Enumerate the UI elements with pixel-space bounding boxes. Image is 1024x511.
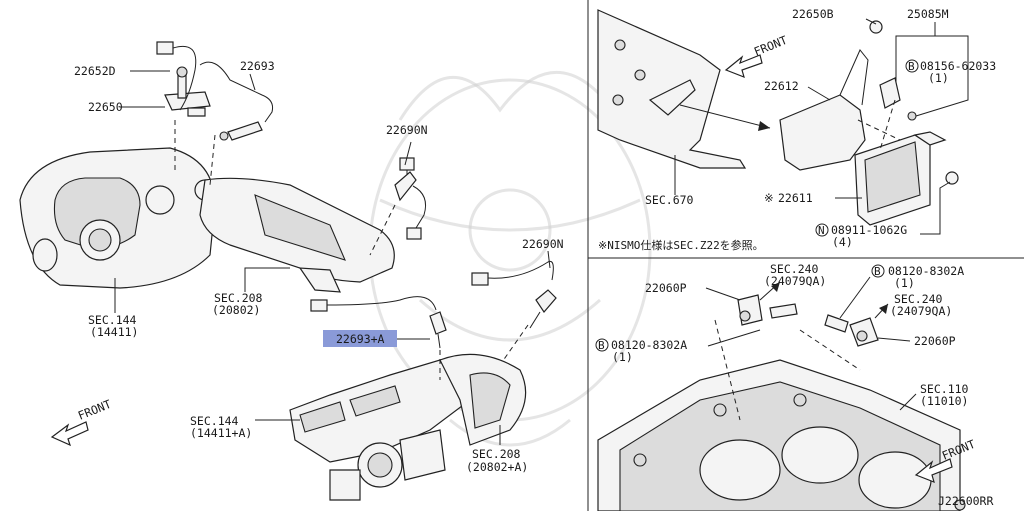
front-label-top: FRONT	[752, 33, 789, 59]
sensor-25085m[interactable]	[879, 77, 917, 121]
leader-25085m	[895, 22, 936, 82]
label-08120-b[interactable]: 08120-8302A	[888, 264, 964, 278]
ecm-unit-22611[interactable]	[854, 131, 947, 226]
leader-22612	[807, 86, 831, 101]
label-sec208-a-sub: (20802)	[212, 303, 260, 317]
asterisk-mark: ※	[764, 191, 774, 205]
turbocharger-lower[interactable]	[289, 353, 527, 501]
bolt-mark-b-right: B	[874, 265, 881, 278]
label-sec110[interactable]: SEC.110	[920, 382, 969, 396]
label-22650[interactable]: 22650	[88, 100, 123, 114]
label-sec110-sub: (11010)	[920, 394, 968, 408]
leader-08120-a	[707, 329, 761, 347]
diagram-code: J22600RR	[938, 494, 993, 508]
label-22060p-left[interactable]: 22060P	[645, 281, 687, 295]
nut-mark-n: N	[818, 224, 825, 237]
connector-top-left[interactable]	[156, 41, 197, 111]
label-22693-top[interactable]: 22693	[240, 59, 275, 73]
label-sec208-b-sub: (20802+A)	[466, 460, 528, 474]
leader-22650b	[865, 18, 877, 25]
bolt-08120-left[interactable]	[769, 303, 798, 319]
bolt-08120-right[interactable]	[824, 314, 849, 333]
leader-22060p-right	[877, 337, 911, 342]
body-panel-sec670[interactable]	[597, 9, 747, 169]
front-arrow-top: FRONT	[724, 33, 789, 78]
nismo-note: ※NISMO仕様はSEC.Z22を参照。	[598, 238, 764, 252]
label-22690n-mid[interactable]: 22690N	[386, 123, 428, 137]
knock-sensor-22060p-left[interactable]	[737, 294, 763, 326]
label-22693a[interactable]: 22693+A	[336, 332, 385, 346]
label-22650b[interactable]: 22650B	[792, 7, 834, 21]
sensor-bracket-22650[interactable]	[164, 66, 211, 117]
highlight-22693a	[323, 330, 397, 347]
label-08120-a-qty: (1)	[612, 350, 633, 364]
label-sec208-b[interactable]: SEC.208	[472, 447, 521, 461]
label-sec144-b-sub: (14411+A)	[190, 426, 252, 440]
label-08120-b-qty: (1)	[894, 276, 915, 290]
label-sec208-a[interactable]: SEC.208	[214, 291, 263, 305]
label-22652d[interactable]: 22652D	[74, 64, 116, 78]
front-label-left: FRONT	[76, 397, 113, 423]
nut-08911[interactable]	[945, 171, 959, 185]
oxygen-sensor-22690n-mid[interactable]	[394, 157, 427, 240]
oxygen-sensor-22690n-right[interactable]	[471, 260, 557, 329]
label-sec240-b-sub: (24079QA)	[890, 304, 952, 318]
leader-08120-b	[839, 276, 871, 319]
front-arrow-left: FRONT	[50, 397, 113, 447]
label-bolt-08156[interactable]: 08156-62033	[920, 59, 996, 73]
label-22060p-right[interactable]: 22060P	[914, 334, 956, 348]
label-sec670[interactable]: SEC.670	[645, 193, 694, 207]
label-bolt-08156-qty: (1)	[928, 71, 949, 85]
oxygen-sensor-22693[interactable]	[199, 61, 273, 141]
label-22612[interactable]: 22612	[764, 79, 799, 93]
catalytic-converter-upper[interactable]	[199, 177, 395, 293]
leader-sec208-a	[244, 267, 290, 292]
leader-08911	[920, 181, 951, 235]
leader-22060p-left	[705, 287, 741, 301]
leader-22690n-right	[547, 250, 551, 269]
label-sec240-a-sub: (24079QA)	[764, 274, 826, 288]
leader-sec110	[899, 393, 917, 411]
knock-sensor-22060p-right[interactable]	[849, 317, 879, 347]
turbocharger-upper[interactable]	[19, 147, 216, 289]
label-sec144-a[interactable]: SEC.144	[88, 313, 137, 327]
leader-22693	[249, 73, 256, 91]
ecm-bracket-22612[interactable]	[779, 49, 869, 171]
leader-bolt-08156	[915, 35, 969, 117]
label-08120-a[interactable]: 08120-8302A	[611, 338, 687, 352]
cylinder-block-sec110[interactable]	[597, 359, 966, 511]
label-08911[interactable]: 08911-1062G	[831, 223, 907, 237]
label-25085m[interactable]: 25085M	[907, 7, 949, 21]
label-sec240-a[interactable]: SEC.240	[770, 262, 819, 276]
label-22611[interactable]: 22611	[778, 191, 813, 205]
harness-22693a[interactable]	[310, 296, 447, 349]
label-08911-qty: (4)	[832, 235, 853, 249]
label-22690n-right[interactable]: 22690N	[522, 237, 564, 251]
bolt-mark-b-left: B	[598, 339, 605, 352]
label-sec240-b[interactable]: SEC.240	[894, 292, 943, 306]
leader-22690n-mid	[404, 141, 412, 166]
bolt-mark-b-top: B	[908, 60, 915, 73]
label-sec144-a-sub: (14411)	[90, 325, 138, 339]
clip-22650b[interactable]	[869, 20, 883, 34]
arrow-to-bracket	[679, 104, 771, 129]
label-sec144-b[interactable]: SEC.144	[190, 414, 239, 428]
